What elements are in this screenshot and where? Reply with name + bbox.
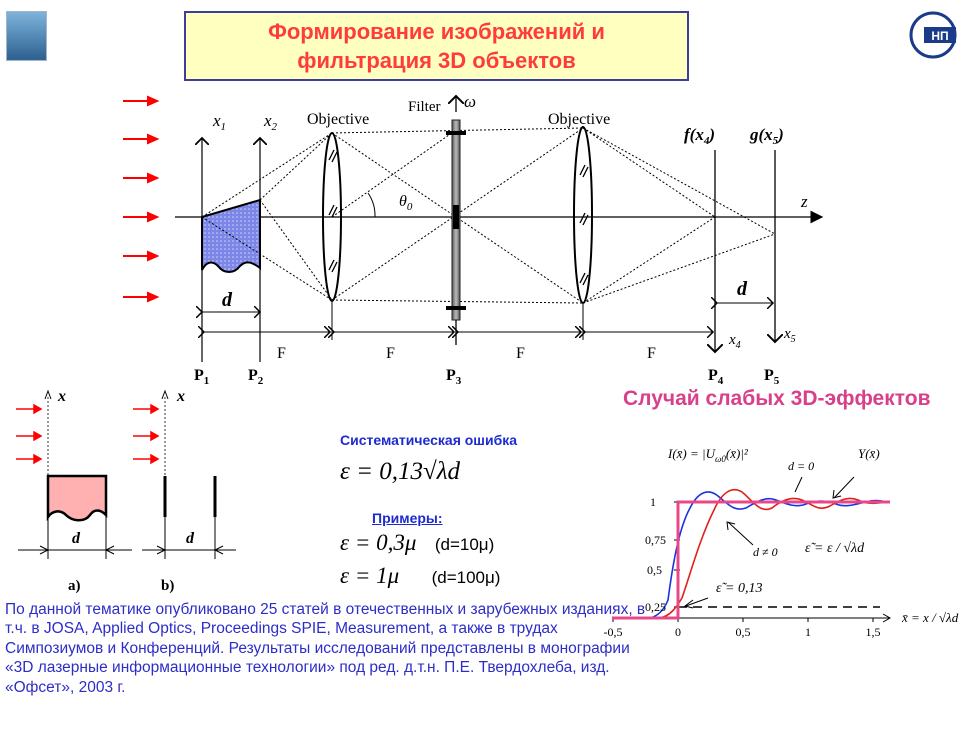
formula-main: ε = 0,13√λd [340,458,461,485]
example-1: ε = 0,3μ (d=10μ) [340,530,494,556]
company-logo: НП [909,11,957,59]
institute-logo [6,11,47,61]
small-label-d-a: d [72,530,81,547]
graph-label-eps-value: ε̃ = 0,13 [716,581,762,596]
graph-label-Y: Y(x̄) [858,446,880,461]
small-label-x-a: x [57,388,66,405]
label-x1: x1 [212,111,226,133]
label-F-4: F [647,345,656,362]
label-P5: P5 [764,367,780,387]
label-P1: P1 [194,367,209,387]
label-objective-right: Objective [548,111,610,128]
y-tick-025: 0,25 [645,600,666,614]
label-z: z [800,192,808,211]
small-label-d-b: d [186,530,195,547]
graph-x-formula: x̄ = x / √λd [901,610,959,625]
label-b: b) [161,578,174,594]
incident-beam-arrows [123,95,160,303]
label-x4: x4 [728,332,741,351]
label-x5: x5 [783,326,796,345]
small-diagrams: x x d d a) b) [16,388,236,594]
graph-label-eps-tilde: ε̃ = ε / √λd [805,541,865,556]
example-1-note: (d=10μ) [434,535,495,554]
x-tick-0: 0 [675,625,681,639]
dimension-lines [202,300,773,340]
title-line-2: фильтрация 3D объектов [297,48,576,73]
systematic-error-heading: Систематическая ошибка [340,432,518,448]
label-d-output: d [737,278,748,300]
label-F-3: F [516,345,525,362]
label-P3: P3 [446,367,462,387]
publications-note: По данной тематике опубликовано 25 стате… [5,601,646,696]
ray-lines [201,127,776,304]
graph-label-d-nonzero: d ≠ 0 [753,545,778,559]
y-tick-05: 0,5 [647,563,662,577]
label-omega: ω [464,92,476,111]
object-a [46,474,108,522]
label-g-x5: g(x5) [749,125,784,147]
x-tick-neg05: -0,5 [604,625,623,639]
intensity-graph: I(x̄) = |Uω0(x̄)|² d = 0 Y(x̄) d ≠ 0 ε̃ … [604,446,959,639]
example-2-note: (d=100μ) [431,568,501,587]
x-tick-05: 0,5 [736,625,751,639]
label-F-2: F [386,345,395,362]
label-x2: x2 [263,111,278,133]
example-2-formula: ε = 1μ [340,563,400,588]
example-1-formula: ε = 0,3μ [340,530,417,555]
x-tick-1: 1 [805,625,811,639]
small-label-x-b: x [176,388,185,405]
examples-heading: Примеры: [372,510,443,526]
title-line-1: Формирование изображений и [268,19,605,44]
label-P4: P4 [708,367,724,387]
small-incident-arrows [16,403,160,465]
graph-y-formula: I(x̄) = |Uω0(x̄)|² [667,446,749,464]
3d-object [201,198,261,273]
section-subtitle: Случай слабых 3D-эффектов [623,387,931,410]
y-tick-075: 0,75 [645,533,666,547]
curve-red [620,488,887,619]
label-f-x4: f(x4) [684,125,715,147]
curve-step [612,500,890,620]
x-tick-15: 1,5 [866,625,881,639]
label-d-object: d [222,289,233,311]
graph-label-d-zero: d = 0 [788,459,814,473]
optical-diagram: x1 x2 Objective Objective Filter ω θ0 f(… [123,92,824,387]
y-tick-1: 1 [650,495,656,509]
label-objective-left: Objective [307,111,369,128]
label-a: a) [68,578,81,594]
logo-text: НП [931,29,948,43]
example-2: ε = 1μ (d=100μ) [340,563,500,589]
label-theta: θ0 [399,193,413,213]
title-box: Формирование изображений и фильтрация 3D… [184,11,689,81]
label-filter: Filter [408,99,441,115]
label-P2: P2 [248,367,264,387]
label-F-1: F [277,345,286,362]
